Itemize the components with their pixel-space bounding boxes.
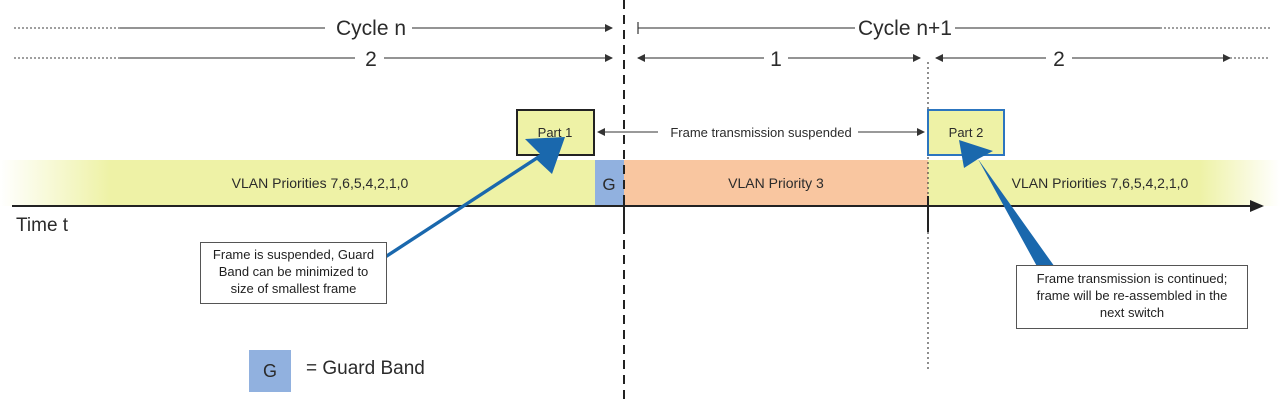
band-left-label: VLAN Priorities 7,6,5,4,2,1,0 [232, 175, 409, 191]
callout-left-arrow [373, 137, 565, 267]
band-middle-label: VLAN Priority 3 [728, 175, 824, 191]
time-axis: Time t [12, 200, 1264, 236]
slot-1-label: 1 [770, 48, 782, 71]
callout-left: Frame is suspended, Guard Band can be mi… [200, 242, 387, 304]
legend-swatch: G [249, 350, 291, 392]
callout-left-text: Frame is suspended, Guard Band can be mi… [212, 247, 375, 296]
band-left [110, 160, 595, 206]
cycle-row: Cycle n Cycle n+1 [14, 17, 1270, 40]
callout-right-arrow [959, 140, 1057, 270]
slot-2-right-label: 2 [1053, 48, 1065, 71]
callout-right-text: Frame transmission is continued; frame w… [1036, 271, 1228, 320]
legend-text: = Guard Band [306, 358, 425, 379]
part2-label: Part 2 [949, 125, 984, 140]
suspended-label: Frame transmission suspended [670, 125, 851, 140]
slot-row: 2 1 2 [14, 48, 1270, 71]
priority-bands: VLAN Priorities 7,6,5,4,2,1,0 G VLAN Pri… [0, 160, 1280, 206]
time-axis-label: Time t [16, 215, 69, 236]
band-right-label: VLAN Priorities 7,6,5,4,2,1,0 [1012, 175, 1189, 191]
cycle-n1-label: Cycle n+1 [858, 17, 952, 40]
band-middle [624, 160, 928, 206]
band-right [928, 160, 1200, 206]
cycle-n-label: Cycle n [336, 17, 406, 40]
callout-right: Frame transmission is continued; frame w… [1016, 265, 1248, 329]
guard-band [595, 160, 624, 206]
guard-band-letter: G [602, 175, 615, 194]
slot-2-left-label: 2 [365, 48, 377, 71]
legend-letter: G [262, 360, 277, 381]
part1-label: Part 1 [538, 125, 573, 140]
